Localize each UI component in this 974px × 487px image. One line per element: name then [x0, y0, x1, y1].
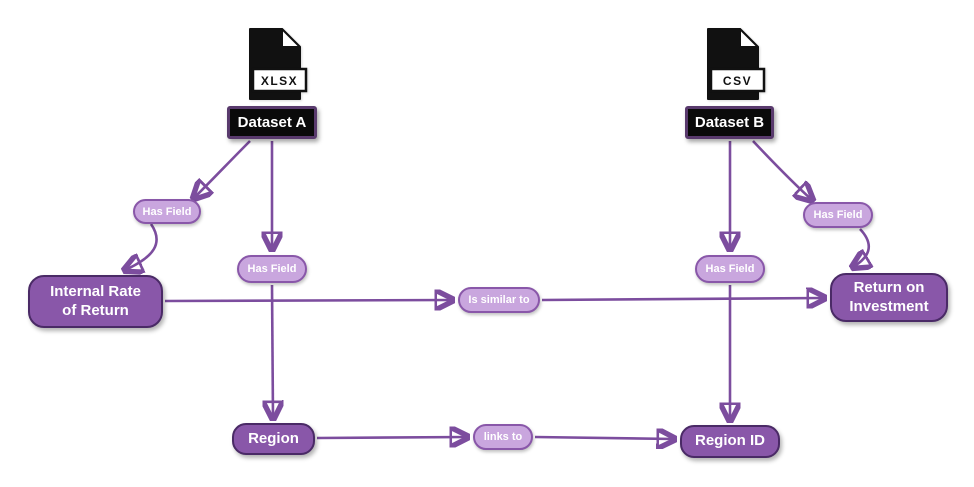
node-internal-rate-of-return[interactable]: Internal Rate of Return	[28, 275, 163, 328]
node-label-line: Return on	[853, 278, 925, 296]
edge-dataset-b-to-roi	[752, 140, 869, 267]
edge-label-links-to: links to	[473, 424, 533, 450]
node-label-line: Internal Rate	[50, 282, 141, 300]
node-label-line: Region ID	[695, 432, 765, 450]
edge-region-to-region-id	[316, 437, 674, 439]
node-label-line: Investment	[849, 297, 929, 315]
edge-dataset-a-to-region	[272, 141, 273, 418]
edge-irr-to-roi	[164, 298, 824, 301]
node-dataset-b[interactable]: Dataset B	[685, 106, 774, 139]
dataset-a-label: Dataset A	[237, 114, 307, 131]
file-type-label: CSV	[723, 74, 752, 88]
csv-file-icon: CSV	[707, 28, 766, 100]
node-dataset-a[interactable]: Dataset A	[227, 106, 317, 139]
dataset-b-label: Dataset B	[694, 114, 765, 131]
node-return-on-investment[interactable]: Return on Investment	[830, 273, 948, 322]
file-type-label: XLSX	[261, 74, 298, 88]
node-region-id[interactable]: Region ID	[680, 425, 780, 458]
edge-label-has-field-a-diagonal: Has Field	[133, 199, 201, 224]
edge-label-has-field-b-diagonal: Has Field	[803, 202, 873, 228]
edge-label-has-field-b-vertical: Has Field	[695, 255, 765, 283]
node-region[interactable]: Region	[232, 423, 315, 455]
node-label-line: of Return	[62, 301, 129, 319]
node-label-line: Region	[248, 429, 299, 447]
edge-label-has-field-a-vertical: Has Field	[237, 255, 307, 283]
edge-dataset-a-to-irr	[125, 140, 251, 270]
xlsx-file-icon: XLSX	[249, 28, 308, 100]
edge-label-is-similar-to: Is similar to	[458, 287, 540, 313]
